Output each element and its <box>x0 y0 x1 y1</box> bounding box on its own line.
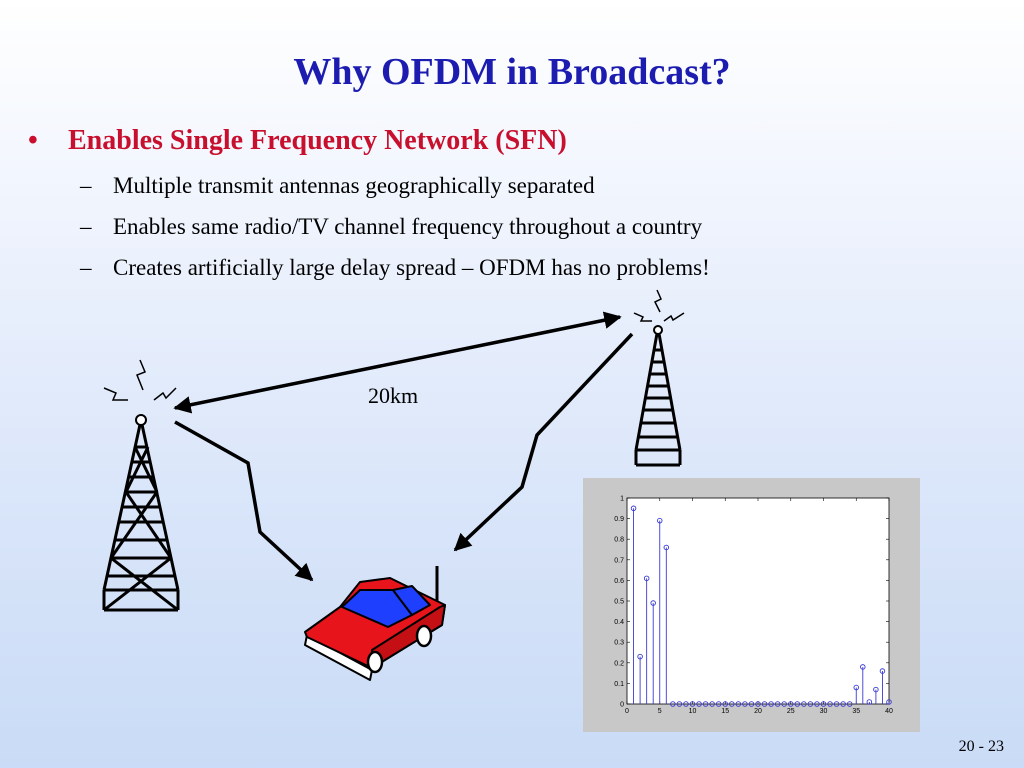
stem-marker <box>866 699 873 705</box>
x-tick-label: 30 <box>820 708 828 715</box>
signal-path-right <box>453 332 634 552</box>
sub-bullet-text: Enables same radio/TV channel frequency … <box>113 214 703 239</box>
x-tick-label: 35 <box>852 708 860 715</box>
stem-marker <box>637 653 643 660</box>
x-tick-label: 40 <box>885 708 893 715</box>
stem-marker <box>873 686 879 693</box>
stem-marker <box>742 701 748 707</box>
y-tick-label: 0.5 <box>614 599 624 606</box>
stem-marker <box>643 575 650 582</box>
stem-marker <box>787 701 794 707</box>
stem-marker <box>656 517 663 524</box>
stem-marker <box>755 701 761 707</box>
stem-marker <box>683 701 689 707</box>
x-tick-label: 5 <box>658 708 662 715</box>
signal-path-left <box>174 420 314 582</box>
stem-marker <box>879 668 886 674</box>
stem-marker <box>814 701 820 707</box>
stem-marker <box>670 701 676 707</box>
x-tick-label: 10 <box>689 708 697 715</box>
sub-bullet: –Creates artificially large delay spread… <box>80 255 710 281</box>
x-tick-label: 0 <box>625 708 629 715</box>
stem-marker <box>781 701 787 707</box>
y-tick-label: 0.2 <box>614 660 624 667</box>
bullet-marker: • <box>28 125 38 156</box>
stem-marker <box>630 505 637 512</box>
stem-marker <box>676 701 683 707</box>
sub-bullet-marker: – <box>80 214 92 239</box>
stem-marker <box>709 701 715 707</box>
y-tick-label: 0.1 <box>614 681 624 688</box>
stem-marker <box>846 701 853 707</box>
stem-marker <box>735 701 742 707</box>
y-tick-label: 0.8 <box>614 537 624 544</box>
stem-marker <box>853 684 860 691</box>
stem-marker <box>820 701 827 707</box>
slide-title: Why OFDM in Broadcast? <box>293 51 731 93</box>
plot-area <box>626 497 890 705</box>
stem-marker <box>768 701 774 707</box>
stem-marker <box>729 701 735 707</box>
x-tick-label: 20 <box>754 708 762 715</box>
transmitter-tower-left <box>102 359 180 612</box>
sub-bullet-marker: – <box>80 173 92 198</box>
y-tick-label: 1 <box>620 496 624 503</box>
stem-marker <box>801 701 807 707</box>
stem-marker <box>886 699 892 705</box>
stem-marker <box>774 701 781 707</box>
stem-marker <box>860 664 866 670</box>
x-tick-label: 15 <box>721 708 729 715</box>
sub-bullet: –Enables same radio/TV channel frequency… <box>80 214 702 240</box>
transmitter-tower-right <box>633 289 685 467</box>
stem-marker <box>663 544 670 551</box>
y-tick-label: 0.3 <box>614 640 624 647</box>
stem-marker <box>689 701 696 707</box>
stem-marker <box>761 701 768 707</box>
sub-bullet-text: Creates artificially large delay spread … <box>113 255 710 280</box>
sub-bullet-text: Multiple transmit antennas geographicall… <box>113 173 595 198</box>
stem-marker <box>827 701 833 707</box>
stem-marker <box>840 701 846 707</box>
stem-marker <box>696 701 702 707</box>
sub-bullet-marker: – <box>80 255 92 280</box>
y-tick-label: 0.9 <box>614 516 624 523</box>
stem-marker <box>715 701 722 707</box>
stem-marker <box>794 701 801 707</box>
main-bullet-text: Enables Single Frequency Network (SFN) <box>68 125 567 156</box>
stem-marker <box>702 701 709 707</box>
stem-marker <box>722 701 728 707</box>
y-tick-label: 0.6 <box>614 578 624 585</box>
stem-marker <box>833 701 840 707</box>
y-tick-label: 0.7 <box>614 557 624 564</box>
y-tick-label: 0.4 <box>614 619 624 626</box>
distance-arrow <box>173 311 622 414</box>
stem-marker <box>650 600 656 606</box>
sub-bullet: –Multiple transmit antennas geographical… <box>80 173 595 199</box>
main-bullet: • Enables Single Frequency Network (SFN) <box>28 125 567 157</box>
stem-marker <box>748 701 755 707</box>
page-number: 20 - 23 <box>958 738 1004 755</box>
x-tick-label: 25 <box>787 708 795 715</box>
stem-marker <box>807 701 814 707</box>
distance-label: 20km <box>368 383 419 408</box>
car-receiver <box>304 566 446 681</box>
y-tick-label: 0 <box>620 702 624 709</box>
